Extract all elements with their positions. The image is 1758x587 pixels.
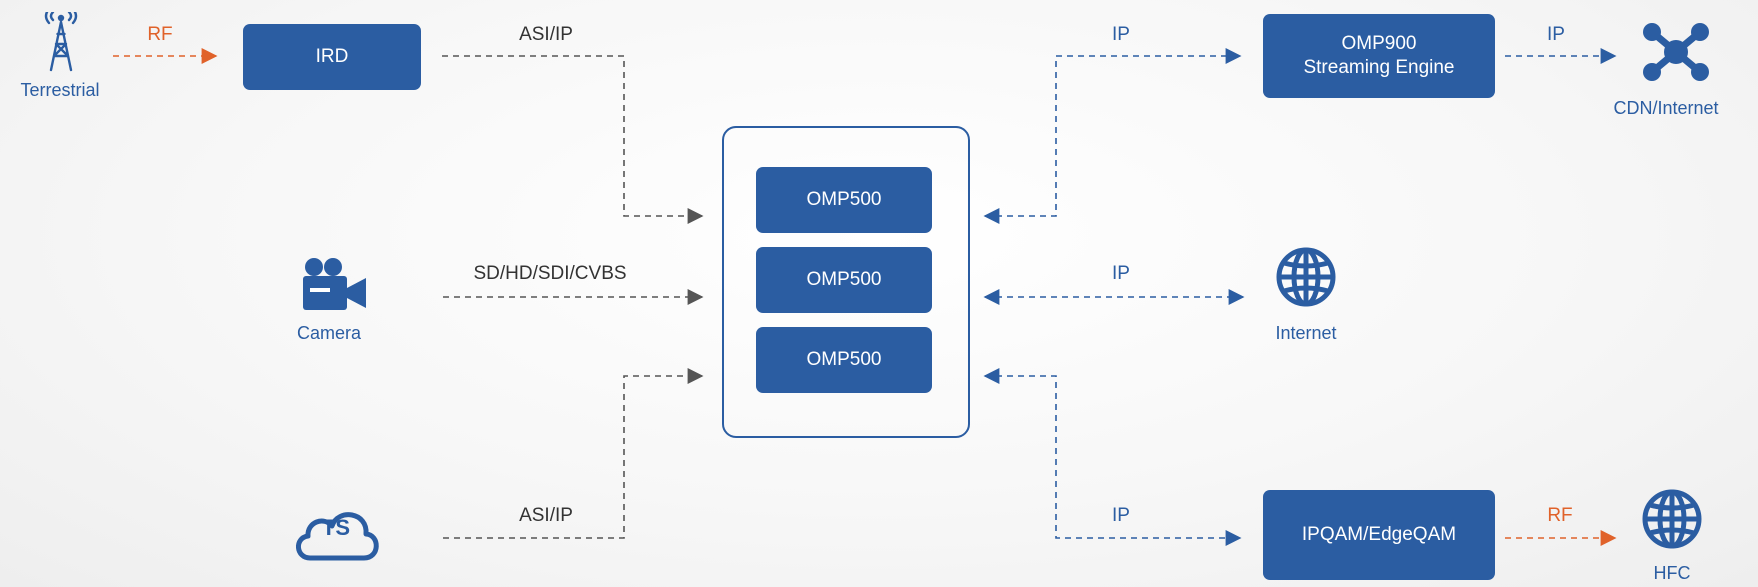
antenna-tower-icon xyxy=(44,12,78,72)
edge-label-sd-hd: SD/HD/SDI/CVBS xyxy=(473,263,627,284)
edge-label-ip-omp900: IP xyxy=(1112,24,1130,45)
edge-label-asi-ip-bottom: ASI/IP xyxy=(519,505,573,526)
ird-box: IRD xyxy=(243,24,421,90)
omp900-box: OMP900 Streaming Engine xyxy=(1263,14,1495,98)
edge-label-rf-out: RF xyxy=(1547,505,1573,526)
edge-ip-omp900 xyxy=(983,48,1242,224)
ipqam-box: IPQAM/EdgeQAM xyxy=(1263,490,1495,580)
omp500-group xyxy=(722,126,970,438)
edge-asi-ip-top xyxy=(442,55,704,224)
edge-label-ip-internet: IP xyxy=(1112,263,1130,284)
ts-label: TS xyxy=(321,515,351,540)
camera-label: Camera xyxy=(296,323,362,343)
omp500-label-3: OMP500 xyxy=(806,349,882,370)
network-nodes-icon xyxy=(1643,23,1709,81)
ird-label: IRD xyxy=(315,46,349,67)
omp500-label-1: OMP500 xyxy=(806,189,882,210)
globe-icon xyxy=(1276,247,1336,307)
cloud-icon xyxy=(296,512,379,561)
edge-label-asi-ip-top: ASI/IP xyxy=(519,24,573,45)
cdn-label: CDN/Internet xyxy=(1613,98,1719,118)
hfc-label: HFC xyxy=(1653,563,1691,583)
ipqam-label: IPQAM/EdgeQAM xyxy=(1301,524,1457,545)
edge-ip-ipqam xyxy=(983,368,1242,546)
edge-label-rf-in: RF xyxy=(147,24,173,45)
omp900-label-line1: OMP900 xyxy=(1341,33,1417,54)
omp500-box-3: OMP500 xyxy=(756,327,932,393)
globe-icon xyxy=(1642,489,1702,549)
edge-label-ip-ipqam: IP xyxy=(1112,505,1130,526)
omp500-box-1: OMP500 xyxy=(756,167,932,233)
terrestrial-label: Terrestrial xyxy=(20,80,100,100)
omp500-box-2: OMP500 xyxy=(756,247,932,313)
internet-label: Internet xyxy=(1275,323,1337,343)
omp900-label-line2: Streaming Engine xyxy=(1303,57,1455,78)
edge-asi-ip-bottom xyxy=(443,368,704,539)
edge-label-ip-cdn: IP xyxy=(1547,24,1565,45)
omp500-label-2: OMP500 xyxy=(806,269,882,290)
video-camera-icon xyxy=(303,258,366,310)
